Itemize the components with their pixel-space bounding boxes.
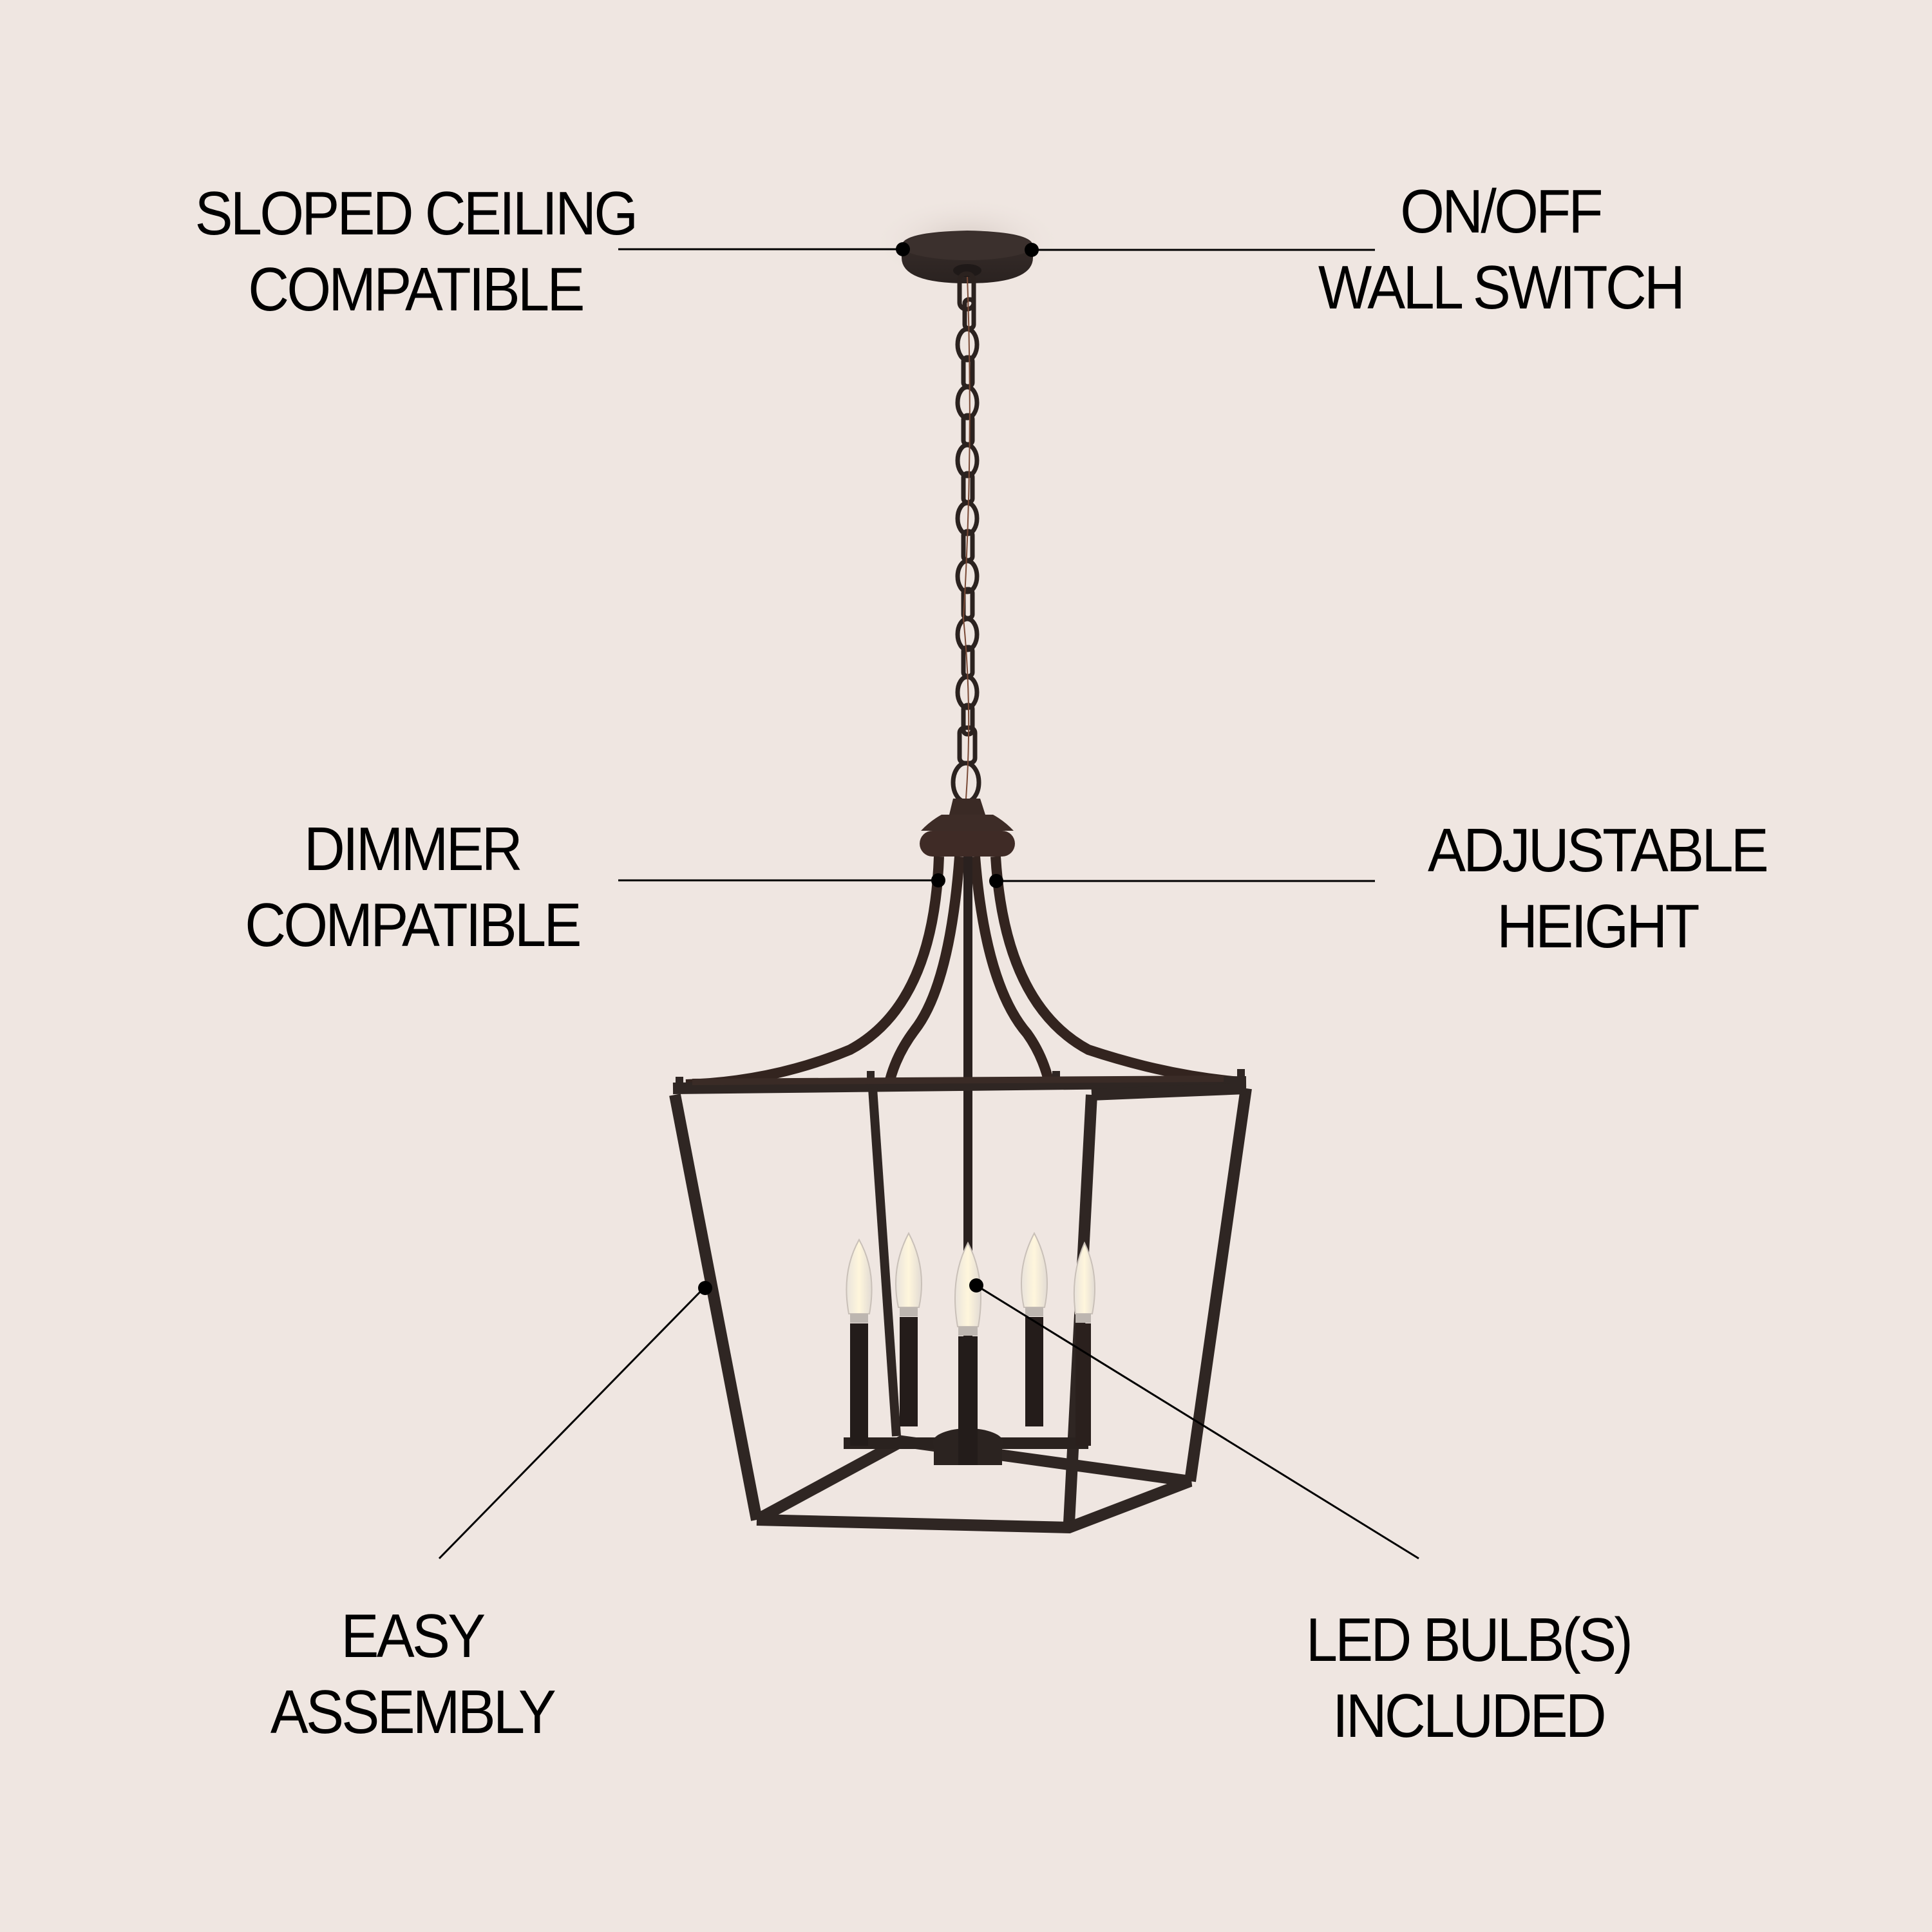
- callout-leaders: [438, 242, 1419, 1560]
- lantern-cap-icon: [920, 799, 1015, 857]
- lantern-cage-icon: [669, 1069, 1252, 1534]
- callout-dimmer: DIMMER COMPATIBLE: [199, 811, 625, 963]
- callout-easy-assembly: EASY ASSEMBLY: [229, 1598, 596, 1750]
- callout-on-off-line2: WALL SWITCH: [1318, 253, 1685, 322]
- candle-cluster-icon: [844, 1231, 1095, 1465]
- callout-adjustable-line2: HEIGHT: [1497, 892, 1700, 961]
- callout-dimmer-line1: DIMMER: [303, 815, 523, 884]
- candle-sleeve-2: [900, 1317, 918, 1426]
- chain-icon: [951, 271, 981, 804]
- leader-dot-adjustable-height: [989, 874, 1003, 888]
- callout-sloped-ceiling-line2: COMPATIBLE: [248, 255, 585, 324]
- callout-on-off-line1: ON/OFF: [1400, 177, 1603, 246]
- callout-on-off-switch: ON/OFF WALL SWITCH: [1282, 174, 1720, 326]
- leader-dot-led-bulbs: [969, 1278, 983, 1293]
- candle-sleeve-3: [958, 1336, 978, 1465]
- wire-icon: [962, 276, 971, 799]
- callout-adjustable-height: ADJUSTABLE HEIGHT: [1390, 813, 1804, 965]
- callout-led-line2: INCLUDED: [1332, 1681, 1607, 1750]
- leader-dot-on-off-switch: [1025, 243, 1039, 257]
- callout-sloped-ceiling: SLOPED CEILING COMPATIBLE: [158, 176, 673, 328]
- callout-led-bulbs: LED BULB(S) INCLUDED: [1261, 1602, 1676, 1754]
- candle-sleeve-5: [1075, 1323, 1091, 1446]
- leader-easy-assembly: [438, 1287, 705, 1560]
- leader-dot-easy-assembly: [698, 1281, 712, 1295]
- callout-easy-line1: EASY: [341, 1602, 486, 1671]
- candle-sleeve-4: [1025, 1317, 1043, 1426]
- callout-sloped-ceiling-line1: SLOPED CEILING: [194, 179, 638, 248]
- callout-dimmer-line2: COMPATIBLE: [245, 891, 582, 960]
- leader-dot-dimmer: [931, 873, 945, 887]
- callout-led-line1: LED BULB(S): [1305, 1605, 1633, 1674]
- led-bulb-icons: [846, 1231, 1095, 1327]
- leader-led-bulbs: [976, 1284, 1419, 1560]
- candle-sleeve-1: [850, 1323, 868, 1446]
- leader-dot-sloped-ceiling: [896, 242, 910, 256]
- callout-adjustable-line1: ADJUSTABLE: [1428, 816, 1769, 885]
- callout-easy-line2: ASSEMBLY: [270, 1678, 556, 1747]
- ceiling-canopy-icon: [871, 196, 1064, 287]
